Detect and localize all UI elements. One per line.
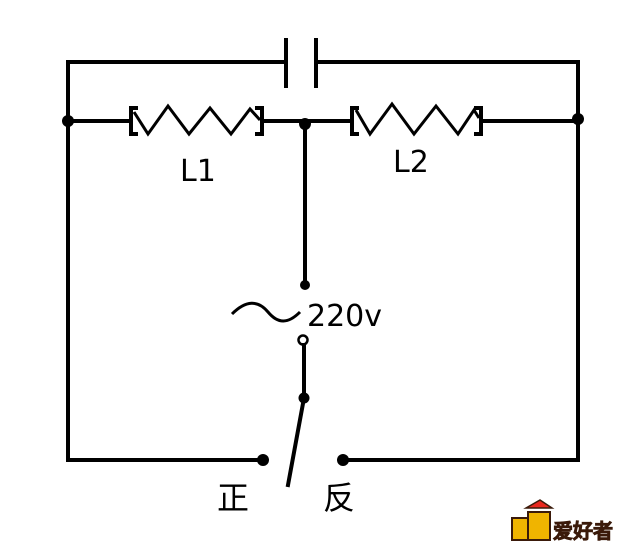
switch-blade	[285, 395, 307, 488]
junction-left	[62, 115, 74, 127]
switch-forward-label: 正	[217, 479, 249, 517]
coil-l1	[129, 103, 264, 137]
source-voltage-label: 220v	[307, 299, 382, 334]
coil-l2	[350, 101, 483, 137]
coil-branch	[66, 101, 580, 137]
watermark-logo: 爱好者	[511, 499, 613, 543]
coil-l1-label: L1	[180, 154, 216, 189]
capacitor-branch	[66, 38, 580, 88]
junction-right	[572, 113, 584, 125]
coil-l2-label: L2	[393, 145, 429, 180]
contact-forward	[257, 454, 269, 466]
switch-reverse-label: 反	[323, 479, 355, 517]
svg-text:爱好者: 爱好者	[553, 519, 613, 543]
source-terminal-top	[300, 280, 310, 290]
ac-source-symbol	[230, 301, 302, 323]
